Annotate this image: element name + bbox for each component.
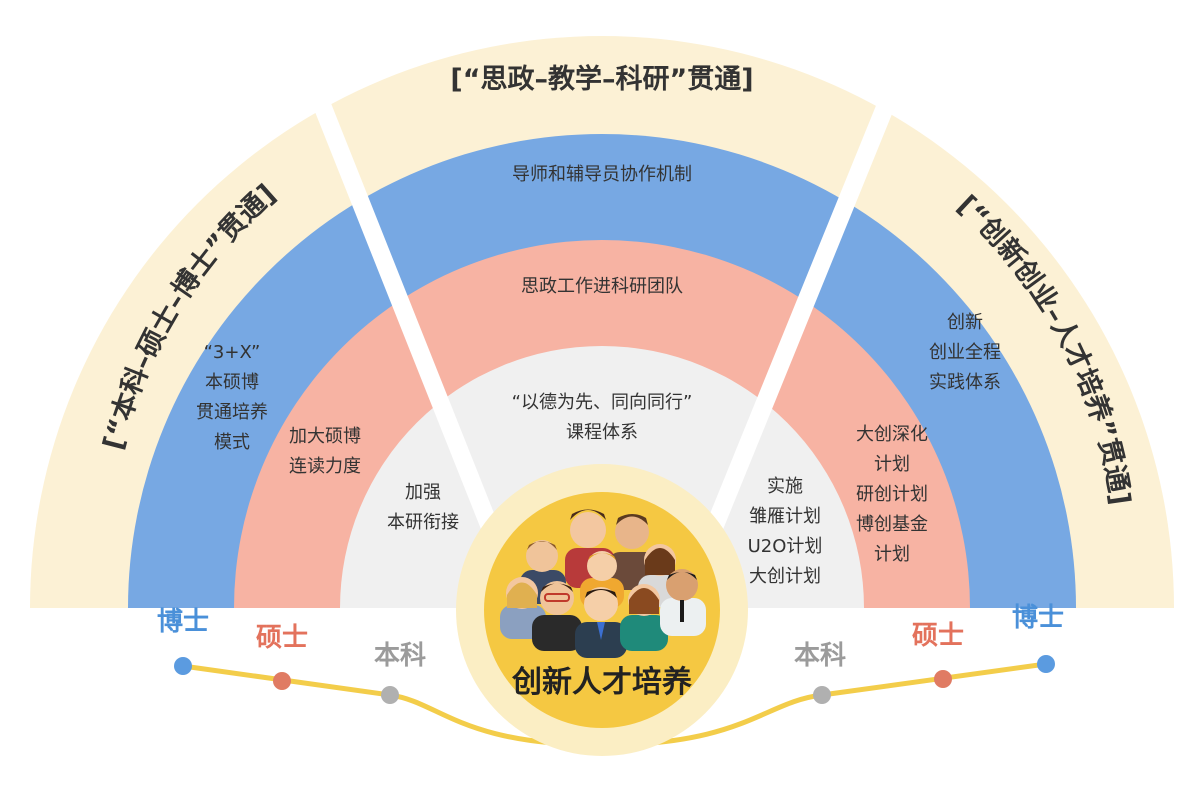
left-inner-line2: 本研衔接 (387, 512, 459, 533)
right-mid-line1: 大创深化 (856, 424, 928, 445)
right-outer-line1: 创新 (947, 312, 983, 333)
level-label-left-master: 硕士 (256, 623, 308, 653)
separator-right (700, 96, 897, 544)
middle-inner-line1: “以德为先、同向同行” (512, 392, 693, 413)
middle-outer-text: 导师和辅导员协作机制 (512, 164, 692, 185)
right-mid-line5: 计划 (874, 544, 910, 565)
left-outer-line2: 本硕博 (205, 372, 259, 393)
level-label-right-bachelor: 本科 (794, 641, 846, 671)
dot-right-bachelor (813, 686, 831, 704)
right-outer-line2: 创业全程 (929, 342, 1001, 363)
right-inner-line2: 雏雁计划 (749, 506, 821, 527)
left-mid-line1: 加大硕博 (289, 426, 361, 447)
right-mid-line3: 研创计划 (856, 484, 928, 505)
person-icon (620, 584, 668, 651)
level-label-right-master: 硕士 (912, 621, 964, 651)
right-mid-line4: 博创基金 (856, 514, 928, 535)
arc-title-top: [“思政–教学–科研”贯通] (450, 63, 753, 95)
middle-inner-line2: 课程体系 (566, 422, 638, 443)
middle-mid-text: 思政工作进科研团队 (521, 276, 683, 297)
dot-left-doctor (174, 657, 192, 675)
separator-left (311, 96, 504, 544)
left-outer-line3: 贯通培养 (196, 402, 268, 423)
right-outer-line3: 实践体系 (929, 372, 1001, 393)
left-outer-line1: “3+X” (204, 342, 261, 363)
right-mid-line2: 计划 (874, 454, 910, 475)
person-icon (532, 581, 582, 651)
level-label-right-doctor: 博士 (1012, 603, 1064, 633)
left-mid-line2: 连读力度 (289, 456, 361, 477)
right-inner-line3: U2O计划 (748, 536, 823, 557)
person-icon (660, 569, 706, 636)
dot-left-master (273, 672, 291, 690)
dot-left-bachelor (381, 686, 399, 704)
dot-right-doctor (1037, 655, 1055, 673)
dot-right-master (934, 670, 952, 688)
person-icon (575, 587, 627, 658)
left-outer-line4: 模式 (214, 432, 250, 453)
level-label-left-doctor: 博士 (157, 607, 209, 637)
center-label: 创新人才培养 (511, 665, 692, 700)
left-inner-line1: 加强 (405, 482, 441, 503)
person-icon (500, 577, 546, 639)
people-illustration (500, 509, 706, 658)
right-inner-line4: 大创计划 (749, 566, 821, 587)
right-inner-line1: 实施 (767, 476, 803, 497)
level-label-left-bachelor: 本科 (374, 641, 426, 671)
